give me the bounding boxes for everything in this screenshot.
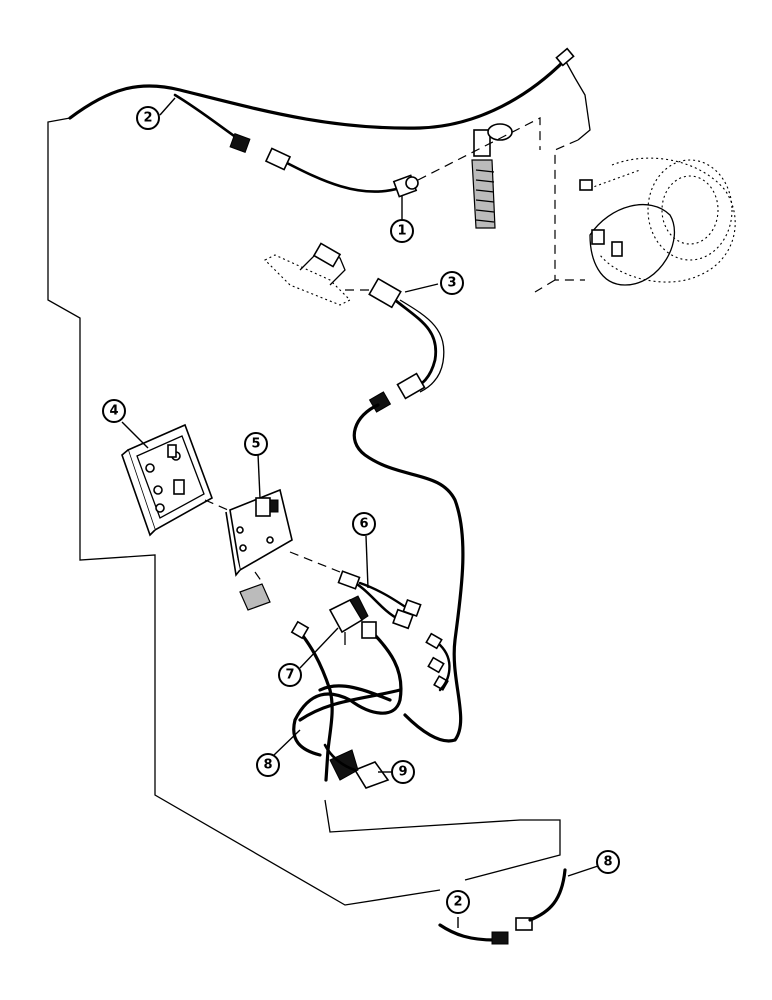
leader-7	[299, 627, 339, 669]
svg-text:2: 2	[143, 111, 152, 126]
dashed-line-compressor	[534, 139, 585, 293]
leader-6	[365, 535, 369, 589]
dashed-line-5	[254, 551, 341, 583]
leader-4	[121, 421, 149, 449]
callout-2-top: 2	[136, 106, 160, 130]
svg-text:8: 8	[603, 855, 612, 870]
connector-harness-2-plug	[229, 133, 251, 153]
bottom-connector-2	[491, 931, 509, 945]
callout-9: 9	[391, 760, 415, 784]
callout-3: 3	[440, 271, 464, 295]
compressor	[579, 157, 736, 286]
part-3-harness	[368, 277, 445, 413]
dashed-line-1	[417, 117, 541, 181]
part-7-relay	[328, 595, 369, 645]
leader-5	[257, 453, 261, 499]
main-harness-top	[68, 58, 567, 130]
lower-harness-c	[298, 684, 402, 722]
part-5-bracket	[225, 488, 293, 577]
svg-text:5: 5	[251, 437, 260, 452]
svg-text:9: 9	[398, 765, 407, 780]
part-4-panel	[121, 423, 213, 537]
dashed-line-4	[204, 499, 229, 511]
callout-8-middle: 8	[256, 753, 280, 777]
part-1-lead	[264, 147, 419, 198]
callout-7: 7	[278, 663, 302, 687]
lower-harness-b	[298, 630, 334, 782]
bottom-harness-2	[438, 923, 497, 942]
svg-text:2: 2	[453, 895, 462, 910]
callout-4: 4	[102, 399, 126, 423]
pressure-switch	[471, 123, 513, 229]
svg-text:6: 6	[359, 517, 368, 532]
connector-top-right	[555, 47, 575, 67]
leader-2a	[159, 97, 176, 116]
leader-8b	[567, 865, 599, 877]
harness-top-right-lead	[564, 59, 591, 141]
leader-3	[404, 283, 439, 293]
svg-text:1: 1	[397, 224, 406, 239]
grommet	[239, 583, 271, 611]
part-6-harness	[337, 570, 422, 630]
svg-text:4: 4	[109, 404, 118, 419]
callout-2-bottom: 2	[446, 890, 470, 914]
bottom-harness-8	[528, 868, 567, 922]
sensor-bracket	[264, 242, 351, 306]
leader-8a	[273, 729, 301, 756]
callout-1: 1	[390, 219, 414, 243]
bottom-connector-8	[515, 917, 533, 931]
svg-text:8: 8	[263, 758, 272, 773]
svg-text:3: 3	[447, 276, 456, 291]
callout-8-bottom: 8	[596, 850, 620, 874]
svg-text:7: 7	[285, 668, 294, 683]
harness-to-connectors	[438, 643, 451, 692]
boundary-outline	[47, 117, 561, 906]
part-9-block	[323, 743, 390, 789]
callout-5: 5	[244, 432, 268, 456]
vertical-harness	[352, 403, 465, 743]
callout-6: 6	[352, 512, 376, 536]
